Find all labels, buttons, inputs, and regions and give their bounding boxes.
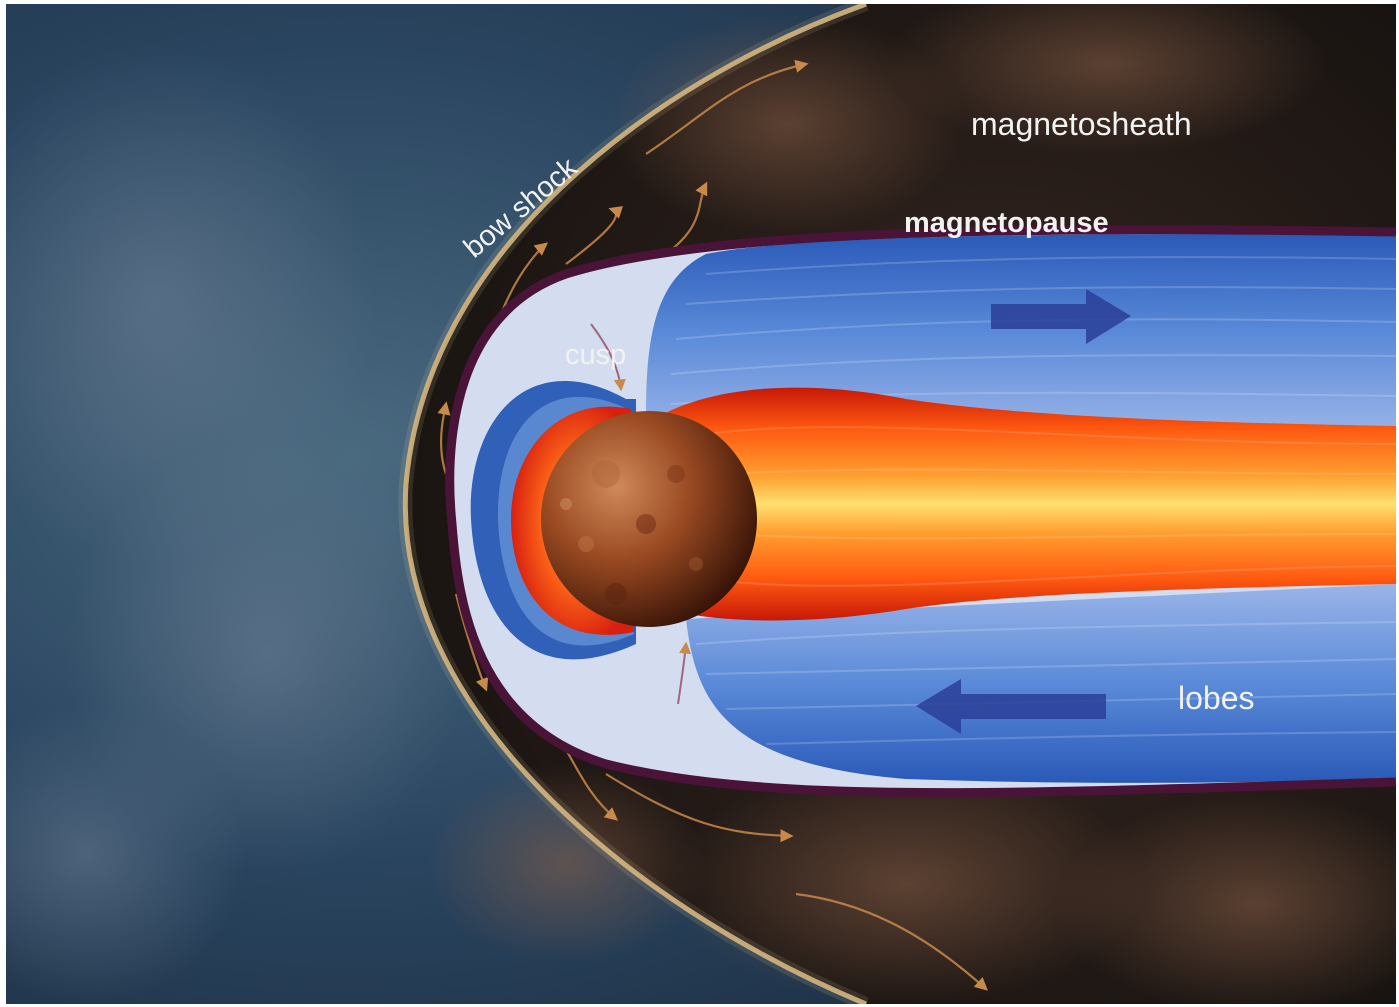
lobe-arrow-tailward: [991, 289, 1131, 344]
lobe-arrow-sunward: [916, 679, 1106, 734]
label-cusp: cusp: [565, 339, 626, 371]
lower-lobe: [686, 584, 1396, 783]
label-lobes: lobes: [1178, 680, 1255, 716]
bow-shock-line: [402, 4, 867, 1004]
magnetopause-boundary: [445, 225, 1396, 798]
planet: [541, 411, 757, 627]
flow-arrows: [437, 59, 988, 991]
plasma-sheet-tail: [646, 387, 1396, 621]
label-magnetopause: magnetopause: [904, 207, 1109, 239]
diagram-canvas: bow shock magnetosheath magnetopause cus…: [6, 4, 1396, 1004]
magnetosphere-diagram: bow shock magnetosheath magnetopause cus…: [6, 4, 1396, 1004]
label-magnetosheath: magnetosheath: [971, 106, 1192, 142]
upper-lobe: [646, 234, 1396, 434]
